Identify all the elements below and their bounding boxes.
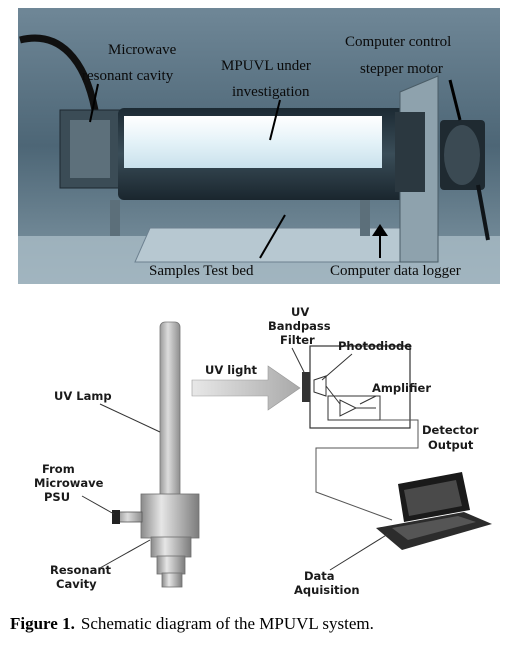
label-microwave: Microwave [34,476,104,490]
photo-motor-cable [476,184,490,241]
pointer-photodiode [321,353,353,381]
microwave-connector-end [112,510,120,524]
label-bandpass: Bandpass [268,319,331,333]
resonant-cavity-lower [156,555,186,575]
pointer-mpuvl [269,99,281,141]
microwave-connector [117,511,143,523]
label-uv-lamp: UV Lamp [54,389,112,403]
laptop-screen [404,480,462,516]
pointer-microwave [89,83,99,123]
figure-caption: Figure 1. Schematic diagram of the MPUVL … [10,614,505,634]
label-psu: PSU [44,490,70,504]
resonant-cavity-upper [140,493,200,539]
label-amplifier: Amplifier [372,381,431,395]
pointer-logger-head [372,224,388,236]
label-stepper-2: stepper motor [360,61,443,77]
caption-label: Figure 1. [10,614,75,633]
photo-support-right [360,200,370,236]
amplifier-symbol [339,399,358,417]
photo-cable [19,34,99,111]
photo-end-cap [395,112,425,192]
label-from: From [42,462,75,476]
label-data-logger: Computer data logger [330,263,461,279]
label-cavity: Cavity [56,577,97,591]
wire-detector-laptop [315,419,419,521]
label-output: Output [428,438,474,452]
photodiode-symbol [313,375,327,397]
pointer-stepper [448,79,462,121]
label-uv-light: UV light [205,363,258,377]
pointer-microwave-psu [81,495,115,515]
label-aquisition: Aquisition [294,583,360,597]
photo-lamp-glow [124,116,382,168]
label-photodiode: Photodiode [338,339,412,353]
schematic-panel: UV Bandpass Filter Photodiode UV light A… [34,305,492,597]
label-microwave-cavity-2: resonant cavity [82,68,174,84]
laptop-keyboard [392,516,476,540]
caption-text: Schematic diagram of the MPUVL system. [80,614,374,633]
pointer-samples [259,214,286,259]
pointer-amplifier [359,395,377,405]
uv-light-arrow [191,365,301,411]
label-mpuvl-2: investigation [232,84,310,100]
label-uv: UV [291,305,309,319]
uv-lamp-rod [159,321,181,501]
photo-motor-face [444,125,480,185]
pointer-resonant-cavity [99,539,151,569]
photo-panel: Microwave resonant cavity MPUVL under in… [18,8,500,284]
label-data: Data [304,569,335,583]
label-resonant: Resonant [50,563,112,577]
label-samples-bed: Samples Test bed [149,263,254,279]
bandpass-filter [302,372,310,402]
wire-diode-amp [325,385,341,405]
pointer-uv-lamp [99,403,161,433]
resonant-cavity-tip [161,572,183,588]
resonant-cavity-mid [150,536,192,558]
photo-cavity-face [70,120,110,178]
label-filter: Filter [280,333,315,347]
pointer-data-acquisition [329,533,389,571]
pointer-filter [291,347,305,373]
label-stepper-1: Computer control [345,34,451,50]
label-microwave-cavity-1: Microwave [108,42,177,58]
label-mpuvl-1: MPUVL under [221,58,311,74]
label-detector: Detector [422,423,479,437]
photo-support-left [110,200,120,236]
